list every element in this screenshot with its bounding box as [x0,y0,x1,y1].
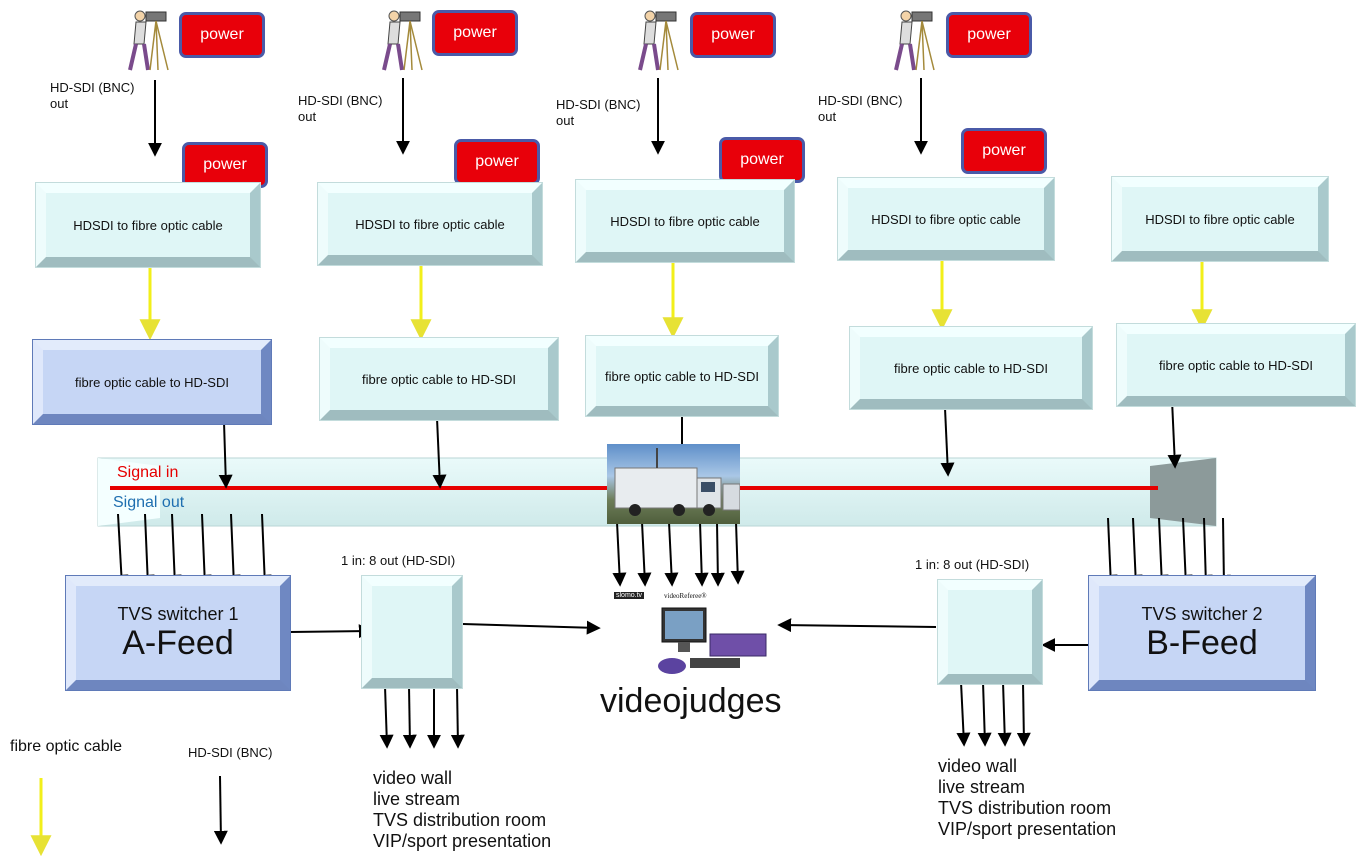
output-item: live stream [373,789,461,809]
splitter-output-arrows [379,681,1031,749]
bnc-out-label: HD-SDI (BNC)out [818,93,903,124]
output-list-left: video wall live stream TVS distribution … [373,768,551,852]
power-badge: power [719,137,805,183]
switcher2-input-arrows [1103,517,1231,589]
fibre-to-hdsdi-converter: fibre optic cable to HD-SDI [850,327,1092,409]
output-list-right: video wall live stream TVS distribution … [938,756,1116,840]
splitter-1in-8out [938,580,1042,684]
fibre-to-hdsdi-converter: fibre optic cable to HD-SDI [33,340,271,424]
camera-operator-icon [122,8,174,74]
output-item: VIP/sport presentation [373,831,552,851]
bus-input-arrows [218,399,1182,489]
tvs-switcher-2: TVS switcher 2 B-Feed [1089,576,1315,690]
bnc-out-label: HD-SDI (BNC)out [556,97,641,128]
ob-truck-image [607,444,741,524]
hdsdi-to-fibre-converter: HDSDI to fibre optic cable [1112,177,1328,261]
switcher-title: TVS switcher 2 [1141,604,1263,624]
hdsdi-to-fibre-converter: HDSDI to fibre optic cable [36,183,260,267]
legend-fibre-label: fibre optic cable [10,738,123,755]
legend-bnc-label: HD-SDI (BNC) [188,745,273,760]
power-badge: power [961,128,1047,174]
feed-name: B-Feed [1146,624,1258,662]
splitter-1in-8out [362,576,462,688]
power-badge: power [179,12,265,58]
legend-arrows [30,775,228,857]
output-item: VIP/sport presentation [938,819,1117,839]
hdsdi-to-fibre-converter: HDSDI to fibre optic cable [576,180,794,262]
switcher1-input-arrows [114,513,272,589]
bnc-out-label: HD-SDI (BNC)out [298,93,383,124]
splitter-label: 1 in: 8 out (HD-SDI) [341,553,456,568]
videojudges-label: videojudges [600,682,782,720]
camera-operator-icon [376,8,428,74]
output-item: live stream [938,777,1026,797]
power-badge: power [182,142,268,188]
camera-operator-icon [888,8,940,74]
fibre-arrows [139,260,1213,341]
videojudges-input-arrows [612,521,745,587]
video-referee-system-image: slomo.tv videoReferee® [614,592,772,684]
tvs-switcher-1: TVS switcher 1 A-Feed [66,576,290,690]
fibre-to-hdsdi-converter: fibre optic cable to HD-SDI [320,338,558,420]
power-badge: power [946,12,1032,58]
hdsdi-to-fibre-converter: HDSDI to fibre optic cable [318,183,542,265]
splitter-label: 1 in: 8 out (HD-SDI) [915,557,1030,572]
videoreferee-logo: videoReferee® [664,592,707,600]
output-item: TVS distribution room [938,798,1112,818]
output-item: video wall [373,768,453,788]
bnc-out-label: HD-SDI (BNC)out [50,80,135,111]
output-item: video wall [938,756,1018,776]
camera-operator-icon [632,8,684,74]
power-badge: power [454,139,540,185]
switcher-title: TVS switcher 1 [117,604,239,624]
slomo-logo: slomo.tv [614,592,645,599]
feed-name: A-Feed [122,624,234,662]
hdsdi-to-fibre-converter: HDSDI to fibre optic cable [838,178,1054,260]
camera-output-arrows [148,78,928,157]
signal-out-label: Signal out [113,494,185,511]
output-item: TVS distribution room [373,810,547,830]
power-badge: power [432,10,518,56]
power-badge: power [690,12,776,58]
fibre-to-hdsdi-converter: fibre optic cable to HD-SDI [1117,324,1355,406]
signal-in-label: Signal in [117,464,179,481]
fibre-to-hdsdi-converter: fibre optic cable to HD-SDI [586,336,778,416]
